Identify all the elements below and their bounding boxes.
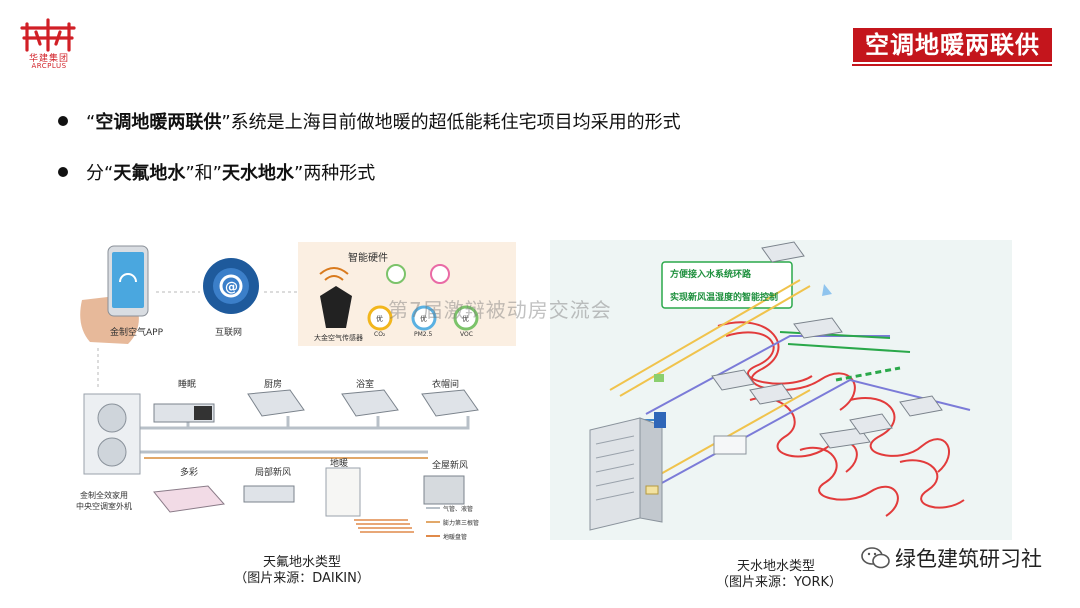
bullet-2: 分“天氟地水”和”天水地水”两种形式 [58,159,375,185]
york-system-diagram [550,240,1012,540]
wechat-footer: 绿色建筑研习社 [861,543,1042,573]
slide-title: 空调地暖两联供 [853,28,1052,62]
dial-value-3: 优 [462,315,469,323]
green-valve-icon [654,374,664,382]
right-caption-source: （图片来源：YORK） [715,575,843,590]
outdoor-unit-label-1: 金制全效家用 [80,491,128,500]
watermark-text: 第7届激辩被动房交流会 [388,298,612,322]
daikin-system-diagram: @ [80,242,516,537]
room-label-kitchen: 厨房 [264,380,283,390]
indoor-unit-color [153,485,225,513]
left-caption-title: 天氟地水类型 [262,555,341,570]
sensor-label: 大金空气传感器 [314,334,363,342]
smart-hardware-label: 智能硬件 [348,253,388,264]
room-label-floor-heating: 地暖 [330,459,349,469]
indoor-unit-closet [421,389,479,417]
yellow-pipes [609,279,811,481]
indoor-unit-bath [341,389,399,417]
callout-text-2: 实现新风温湿度的智能控制 [670,293,779,303]
bullet-2-bold-2: 天水地水 [221,163,294,184]
wifi-icon [319,267,349,275]
svg-text:@: @ [225,280,238,295]
dial-value-2: 优 [420,315,427,323]
fan-coil-units [711,241,943,449]
green-dashed-line [835,366,901,382]
legend-item-3: 地暖盘管 [443,534,468,541]
legend-item-2: 膨力第三根管 [443,520,480,527]
bullet-2-bold-1: 天氟地水 [113,163,186,184]
app-label: 金制空气APP [110,328,164,338]
right-caption-title: 天水地水类型 [736,559,815,574]
heat-pump-unit-icon [589,417,641,531]
footer-account-name: 绿色建筑研习社 [895,547,1042,571]
room-label-closet: 衣帽间 [432,380,460,390]
indoor-unit-ventilation [243,485,295,503]
bullet-dot [58,167,68,177]
callout-text-1: 方便接入水系统环路 [670,270,752,280]
room-label-color: 多彩 [180,468,199,478]
logo-text-en: ARCPLUS [31,62,67,70]
whole-house-ventilation-unit [423,475,465,505]
legend-item-1: 气管、液管 [443,506,474,513]
controller-icon [654,412,666,428]
bullet-dot [58,116,68,126]
internet-label: 互联网 [215,328,243,338]
title-underline [852,64,1052,66]
sensor-dials [367,264,479,331]
airflow-arrow-icon [822,284,832,296]
indoor-unit-kitchen [247,389,305,417]
dial-value-1: 优 [376,315,383,323]
arcplus-logo-icon [20,18,76,52]
dial-sub-1: CO₂ [374,331,386,338]
bullet-1-text: 系统是上海目前做地暖的超低能耗住宅项目均采用的形式 [230,112,681,133]
outdoor-unit-label-2: 中央空调室外机 [76,502,132,511]
dial-sub-3: VOC [460,331,473,338]
room-label-bath: 浴室 [356,380,375,390]
floor-heating-coil-icon [354,519,414,533]
left-caption-source: （图片来源：DAIKIN） [234,571,370,586]
floor-heating-unit [325,467,361,517]
green-line [779,331,891,339]
dial-sub-2: PM2.5 [414,331,433,338]
air-sensor-icon [320,286,352,328]
bullet-1: “空调地暖两联供”系统是上海目前做地暖的超低能耗住宅项目均采用的形式 [58,108,681,134]
floor-heating-coils [717,321,965,517]
logo-text-cn: 华建集团 [28,54,69,64]
room-label-sleep: 睡眠 [178,380,197,390]
manifold-box-icon [713,435,747,455]
room-label-ventilation: 局部新风 [255,468,292,478]
wechat-icon [861,547,890,569]
slide-title-banner: 空调地暖两联供 [822,28,1052,66]
bullet-1-bold: 空调地暖两联供 [95,112,222,133]
room-label-whole-house: 全屋新风 [432,461,469,471]
